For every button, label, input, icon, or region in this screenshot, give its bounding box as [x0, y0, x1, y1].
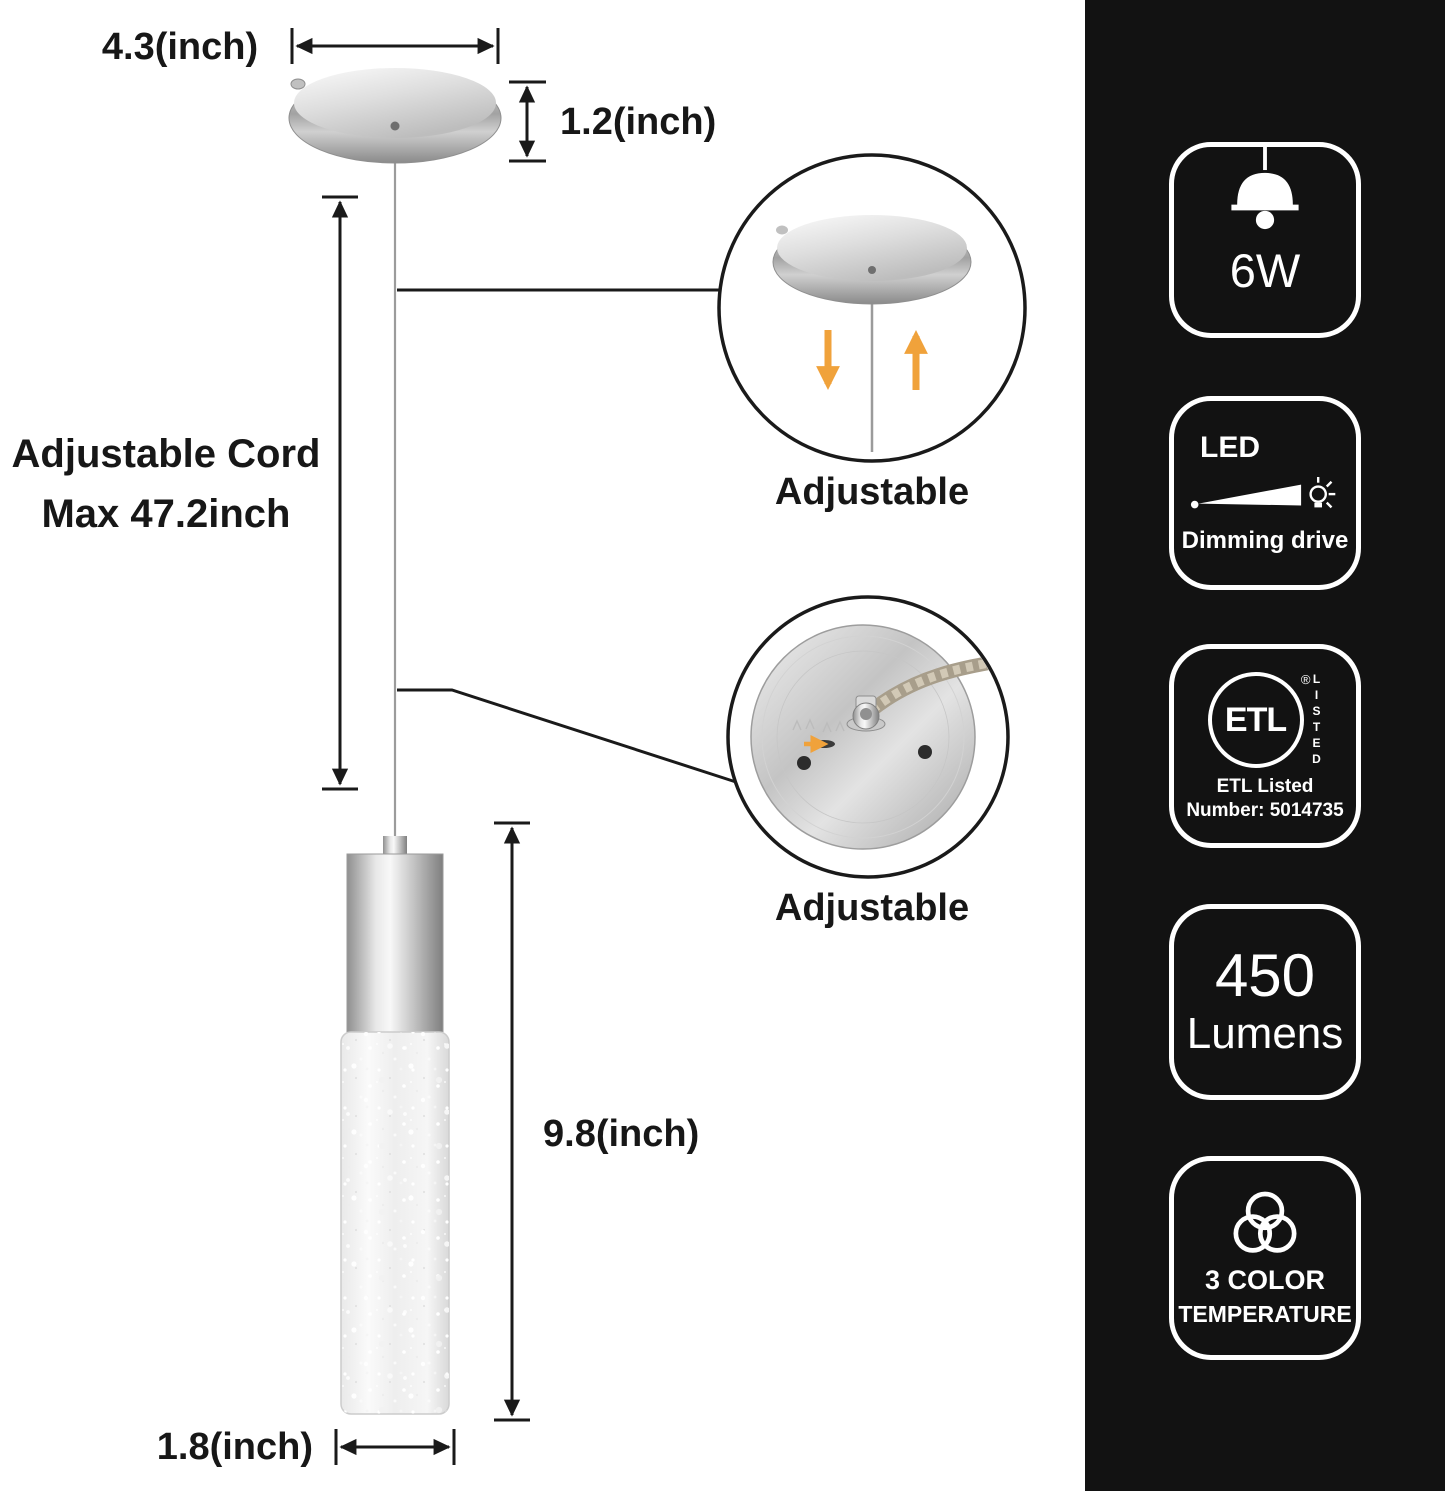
- etl-listed-vertical: LISTED: [1309, 672, 1324, 769]
- etl-number-line: Number: 5014735: [1186, 800, 1344, 821]
- features-sidebar: 6W LED Dimming drive ETL: [1085, 0, 1445, 1491]
- led-title: LED: [1200, 431, 1260, 464]
- dim-canopy-height-label: 1.2(inch): [560, 101, 717, 143]
- adjustable-cord-line1: Adjustable Cord: [11, 432, 321, 476]
- pendant-light: [340, 836, 450, 1415]
- lumens-value: 450: [1214, 941, 1316, 1009]
- light-beam-icon: [1190, 477, 1336, 509]
- dim-pendant-height-label: 9.8(inch): [543, 1113, 700, 1155]
- badge-wattage: 6W: [1169, 142, 1361, 338]
- badge-etl-listed: ETL ® LISTED ETL Listed Number: 5014735: [1169, 644, 1361, 848]
- callout-cord-lock-label: Adjustable: [774, 887, 970, 929]
- etl-logo-text: ETL: [1224, 700, 1287, 739]
- etl-logo: ETL ® LISTED: [1207, 672, 1324, 769]
- dimming-drive-label: Dimming drive: [1181, 527, 1349, 554]
- callout-adjustable-canopy: [717, 153, 1027, 463]
- etl-logo-circle: ETL ®: [1207, 672, 1311, 769]
- three-rings-icon: [1233, 1191, 1297, 1253]
- callout-canopy-label: Adjustable: [774, 471, 970, 513]
- badge-led-dimming: LED Dimming drive: [1169, 396, 1361, 590]
- callout-adjustable-cord-lock: [726, 595, 1010, 879]
- dimension-lines: [290, 28, 546, 1465]
- lumens-label: Lumens: [1186, 1008, 1344, 1058]
- badge-lumens: 450 Lumens: [1169, 904, 1361, 1100]
- color-temp-line2: TEMPERATURE: [1178, 1300, 1352, 1327]
- dim-canopy-width-label: 4.3(inch): [101, 26, 259, 68]
- callout-connectors: [397, 288, 737, 784]
- color-temp-line1: 3 COLOR: [1204, 1264, 1325, 1295]
- wattage-value: 6W: [1229, 244, 1301, 297]
- badge-color-temperature: 3 COLOR TEMPERATURE: [1169, 1156, 1361, 1360]
- dim-pendant-width-label: 1.8(inch): [156, 1426, 313, 1468]
- pendant-lamp-icon: [1231, 147, 1299, 230]
- ceiling-canopy: [288, 68, 502, 164]
- registered-mark: ®: [1300, 672, 1311, 688]
- adjustable-cord-label: Adjustable Cord Max 47.2inch: [0, 424, 332, 544]
- etl-listed-line: ETL Listed: [1216, 776, 1314, 798]
- up-down-arrows-icon: [816, 330, 928, 390]
- adjustable-cord-line2: Max 47.2inch: [41, 492, 291, 536]
